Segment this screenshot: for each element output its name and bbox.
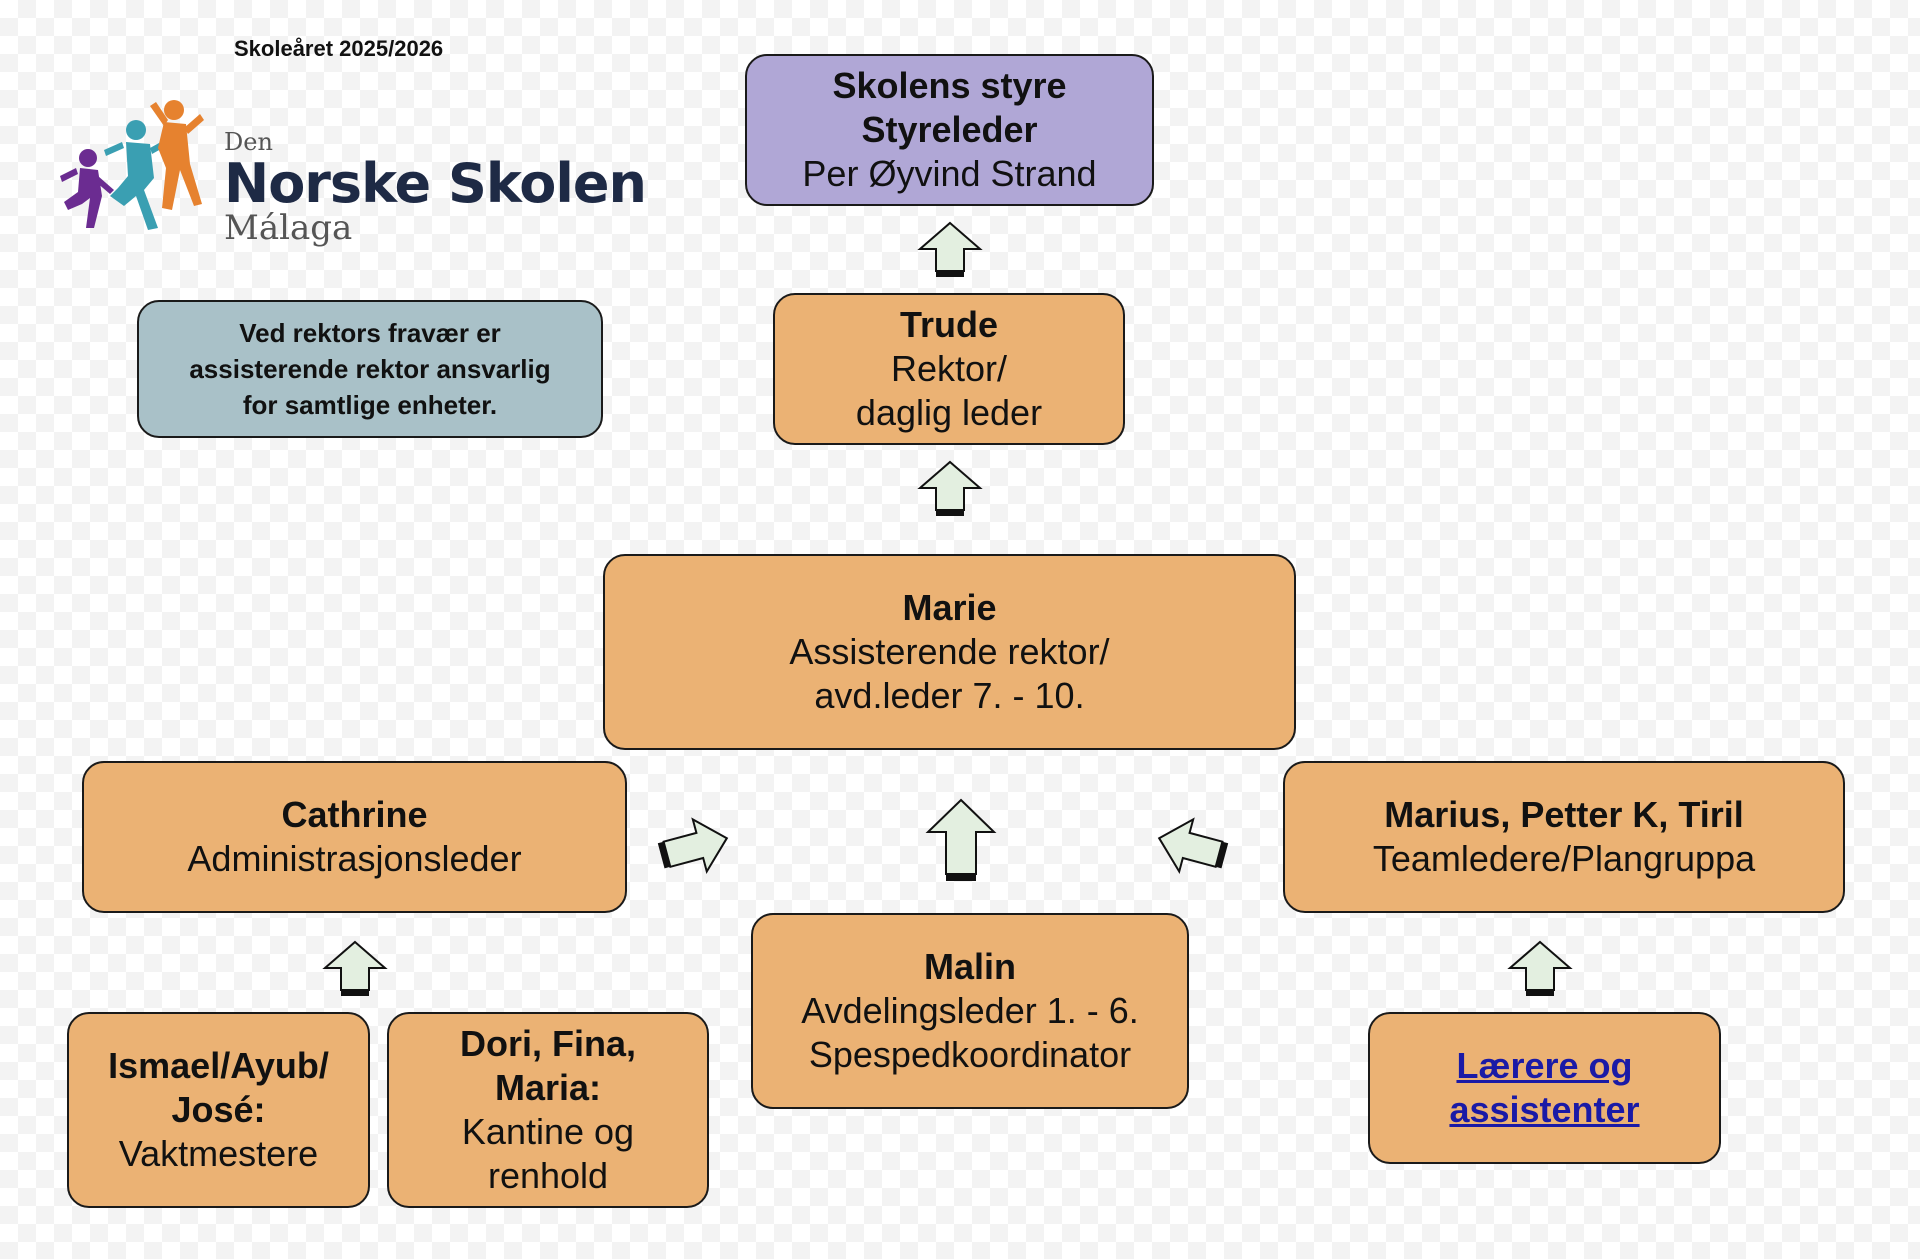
canteen-role-line1: Kantine og: [461, 1111, 635, 1152]
note-line-2: assisterende rektor ansvarlig: [189, 354, 551, 384]
teachers-link-line2: assistenter: [1449, 1089, 1640, 1130]
janitors-name-line2: José:: [171, 1089, 266, 1130]
assistant-principal-box: Marie Assisterende rektor/ avd.leder 7. …: [603, 554, 1296, 750]
dept-leader-box: Malin Avdelingsleder 1. - 6. Spespedkoor…: [751, 913, 1189, 1109]
canteen-role-line2: renhold: [487, 1155, 609, 1196]
logo-text-city: Málaga: [224, 208, 353, 248]
arrow-teachers-to-team: [1507, 940, 1573, 996]
absence-note-box: Ved rektors fravær er assisterende rekto…: [137, 300, 603, 438]
board-box: Skolens styre Styreleder Per Øyvind Stra…: [745, 54, 1154, 206]
arrow-dept-to-assistant: [925, 798, 997, 881]
teachers-box: Lærere og assistenter: [1368, 1012, 1721, 1164]
arrow-principal-to-board: [917, 221, 983, 277]
principal-role-line2: daglig leder: [855, 392, 1043, 433]
admin-name: Cathrine: [281, 794, 428, 835]
janitors-name-line1: Ismael/Ayub/: [108, 1045, 329, 1086]
note-line-3: for samtlige enheter.: [242, 390, 498, 420]
team-leaders-box: Marius, Petter K, Tiril Teamledere/Plang…: [1283, 761, 1845, 913]
school-logo-figures: [60, 100, 204, 230]
board-role: Styreleder: [861, 109, 1038, 150]
arrow-team-to-assistant: [1157, 817, 1229, 875]
assistant-role-line2: avd.leder 7. - 10.: [814, 675, 1085, 716]
arrow-assistant-to-principal: [917, 460, 983, 516]
dept-leader-name: Malin: [923, 946, 1016, 987]
principal-name: Trude: [899, 304, 998, 345]
note-line-1: Ved rektors fravær er: [239, 318, 501, 348]
team-leaders-names: Marius, Petter K, Tiril: [1384, 794, 1744, 835]
principal-box: Trude Rektor/ daglig leder: [773, 293, 1125, 445]
admin-box: Cathrine Administrasjonsleder: [82, 761, 627, 913]
assistant-name: Marie: [902, 587, 997, 628]
janitors-role: Vaktmestere: [118, 1133, 319, 1174]
canteen-box: Dori, Fina, Maria: Kantine og renhold: [387, 1012, 709, 1208]
principal-role-line1: Rektor/: [890, 348, 1008, 389]
school-year-label: Skoleåret 2025/2026: [234, 36, 444, 61]
logo-text-small: Den: [224, 128, 273, 156]
canteen-name-line2: Maria:: [494, 1067, 602, 1108]
arrow-admin-to-assistant: [657, 817, 729, 875]
board-person: Per Øyvind Strand: [802, 153, 1097, 194]
teachers-link-line1: Lærere og: [1456, 1045, 1633, 1086]
janitors-box: Ismael/Ayub/ José: Vaktmestere: [67, 1012, 370, 1208]
admin-role: Administrasjonsleder: [187, 838, 522, 879]
canteen-name-line1: Dori, Fina,: [459, 1023, 636, 1064]
arrow-staff-to-admin: [322, 940, 388, 996]
team-leaders-role: Teamledere/Plangruppa: [1372, 838, 1756, 879]
board-title: Skolens styre: [832, 65, 1067, 106]
dept-leader-role-line2: Spespedkoordinator: [808, 1034, 1132, 1075]
dept-leader-role-line1: Avdelingsleder 1. - 6.: [801, 990, 1139, 1031]
teachers-link[interactable]: Lærere og assistenter: [1449, 1044, 1639, 1132]
assistant-role-line1: Assisterende rektor/: [789, 631, 1110, 672]
logo-text-name: Norske Skolen: [224, 152, 647, 215]
